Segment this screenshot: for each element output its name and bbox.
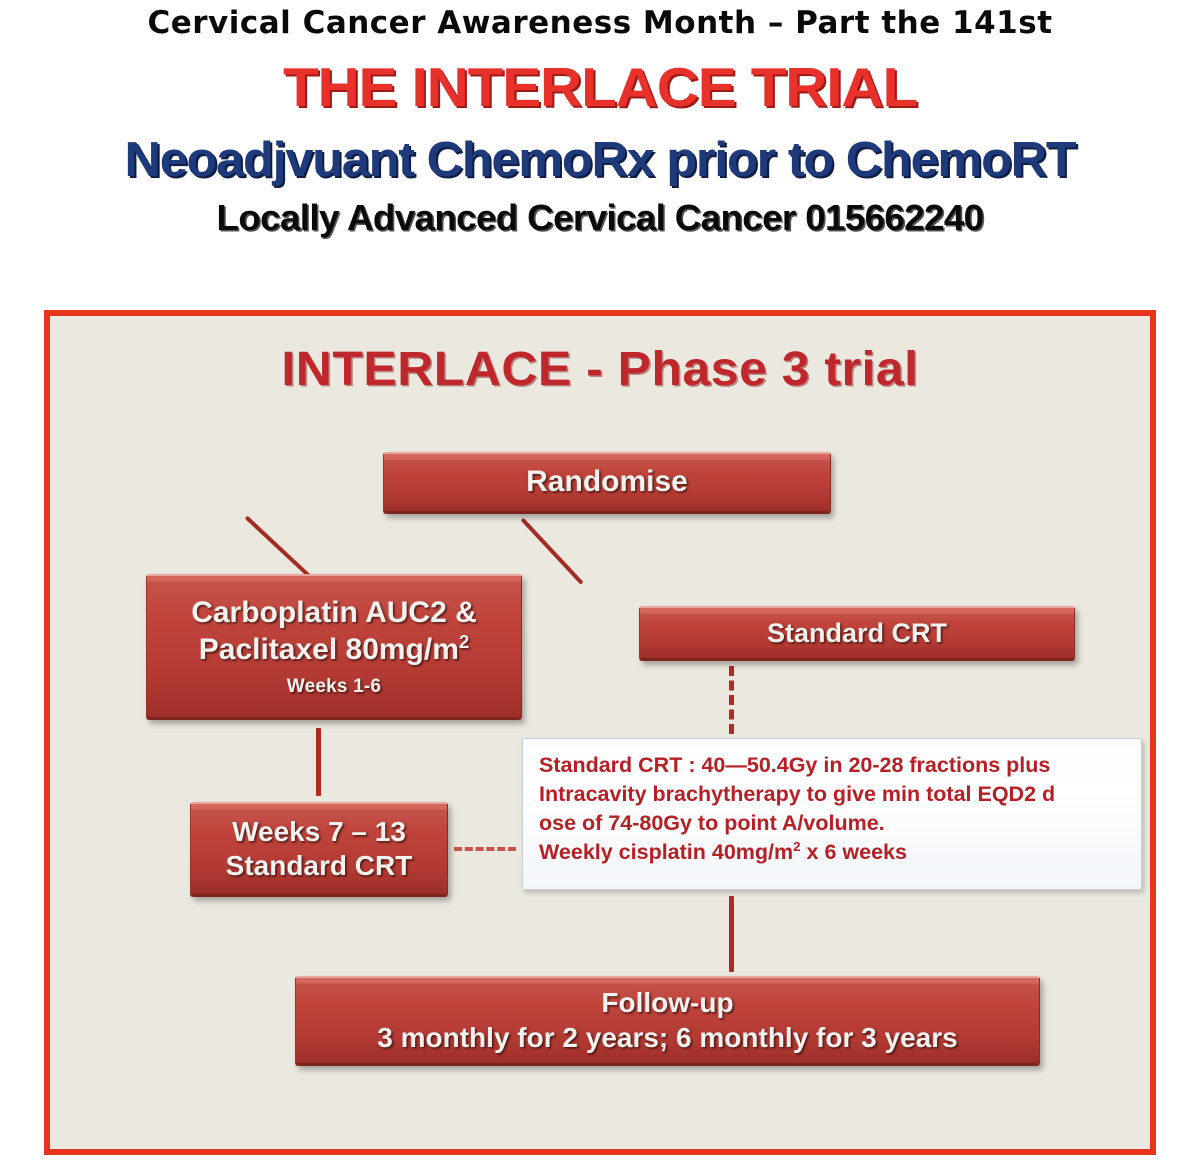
- callout-line-4: Weekly cisplatin 40mg/m2 x 6 weeks: [539, 838, 1127, 867]
- node-weeks-line2: Standard CRT: [225, 850, 413, 881]
- edge-standard-crt-to-detail: [729, 666, 734, 734]
- callout-cisplatin-duration: x 6 weeks: [800, 840, 907, 865]
- edge-weeks-to-detail: [454, 847, 516, 851]
- callout-cisplatin-exponent: 2: [793, 838, 801, 854]
- node-neoadjuvant-weeks: Weeks 1-6: [286, 675, 382, 697]
- post-header: Cervical Cancer Awareness Month – Part t…: [0, 0, 1200, 240]
- edge-randomise-to-neoadjuvant: [244, 515, 312, 579]
- callout-line-3: ose of 74-80Gy to point A/volume.: [539, 811, 885, 836]
- node-standard-crt: Standard CRT: [639, 606, 1075, 661]
- edge-neoadjuvant-to-weeks: [316, 728, 321, 796]
- node-weeks-line1: Weeks 7 – 13: [232, 815, 406, 847]
- trial-schema-slide: INTERLACE - Phase 3 trial Randomise Carb…: [44, 310, 1156, 1155]
- node-weeks-7-13: Weeks 7 – 13 Standard CRT: [190, 802, 448, 897]
- node-neoadjuvant-dose: Paclitaxel 80mg/m: [198, 632, 459, 666]
- node-randomise: Randomise: [383, 452, 831, 514]
- callout-line-1: Standard CRT : 40—50.4Gy in 20-28 fracti…: [539, 753, 1051, 777]
- edge-randomise-to-standard-crt: [520, 517, 584, 585]
- callout-standard-crt-details: Standard CRT : 40—50.4Gy in 20-28 fracti…: [522, 738, 1142, 890]
- callout-cisplatin-dose: Weekly cisplatin 40mg/m: [539, 840, 794, 865]
- post-title-trial: THE INTERLACE TRIAL: [282, 56, 918, 118]
- node-followup: Follow-up 3 monthly for 2 years; 6 month…: [295, 976, 1040, 1066]
- edge-detail-to-followup: [729, 896, 734, 972]
- node-neoadjuvant-line2: Paclitaxel 80mg/m2: [199, 632, 470, 669]
- node-neoadjuvant-dose-exponent: 2: [458, 630, 470, 652]
- callout-line-2: Intracavity brachytherapy to give min to…: [539, 782, 1056, 807]
- diagram-title: INTERLACE - Phase 3 trial: [281, 343, 919, 396]
- post-subtitle-population: Locally Advanced Cervical Cancer 0156622…: [216, 197, 985, 238]
- post-subtitle-intervention: Neoadjvuant ChemoRx prior to ChemoRT: [124, 133, 1077, 187]
- node-randomise-label: Randomise: [526, 465, 688, 499]
- post-series-line: Cervical Cancer Awareness Month – Part t…: [147, 5, 1053, 41]
- node-neoadjuvant-chemo: Carboplatin AUC2 & Paclitaxel 80mg/m2 We…: [146, 574, 522, 720]
- node-followup-line2: 3 monthly for 2 years; 6 monthly for 3 y…: [377, 1021, 958, 1053]
- node-standard-crt-label: Standard CRT: [766, 617, 947, 648]
- node-neoadjuvant-line1: Carboplatin AUC2 &: [191, 596, 477, 630]
- node-followup-line1: Follow-up: [601, 987, 734, 1019]
